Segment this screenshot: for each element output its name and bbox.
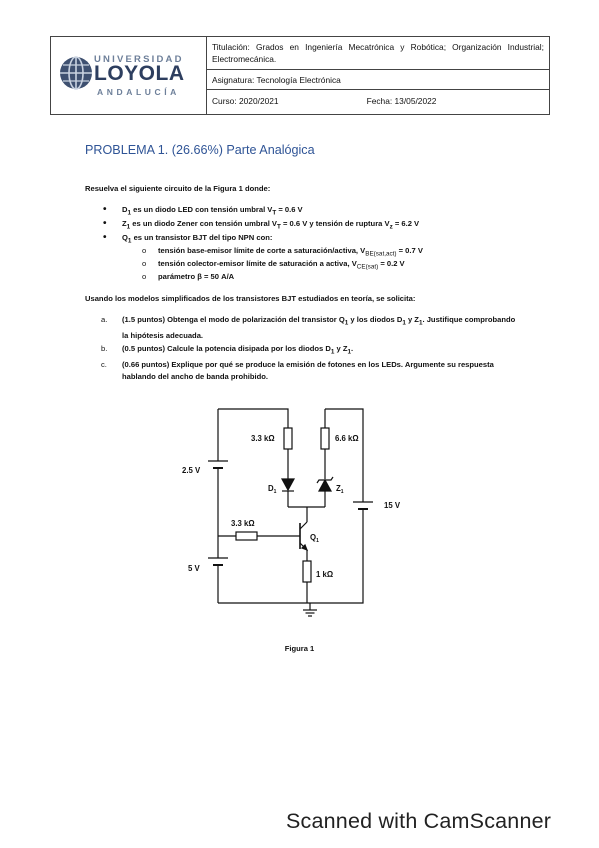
globe-logo-icon <box>60 56 92 90</box>
camscanner-watermark: Scanned with CamScanner <box>286 809 552 833</box>
label-v3: 15 V <box>384 501 401 510</box>
label-r3: 3.3 kΩ <box>231 519 255 528</box>
header-table: UNIVERSIDAD LOYOLA ANDALUCÍA Titulación:… <box>50 36 550 115</box>
question-b: b.(0.5 puntos) Calcule la potencia disip… <box>101 343 354 356</box>
label-v1: 2.5 V <box>182 466 201 475</box>
logo-text-andalucia: ANDALUCÍA <box>97 87 180 97</box>
question-c: c.(0.66 puntos) Explique por qué se prod… <box>101 360 494 382</box>
question-a: a.(1.5 puntos) Obtenga el modo de polari… <box>101 315 516 340</box>
wire-top-left <box>218 408 289 428</box>
led-d1-icon <box>280 478 296 492</box>
param-beta: parámetro β = 50 A/A <box>142 270 423 283</box>
university-logo: UNIVERSIDAD LOYOLA ANDALUCÍA <box>51 37 207 114</box>
resistor-r3 <box>235 531 258 541</box>
param-vbe: tensión base-emisor límite de corte a sa… <box>142 244 423 258</box>
degree-title: Titulación: Grados en Ingeniería Mecatró… <box>207 37 549 70</box>
component-transistor: Q1 es un transistor BJT del tipo NPN con… <box>103 231 419 245</box>
resistor-r2 <box>320 427 330 450</box>
problem-intro: Resuelva el siguiente circuito de la Fig… <box>85 184 271 193</box>
component-list: D1 es un diodo LED con tensión umbral VT… <box>103 203 419 245</box>
component-led: D1 es un diodo LED con tensión umbral VT… <box>103 203 419 217</box>
transistor-params: tensión base-emisor límite de corte a sa… <box>142 244 423 283</box>
course-date-row: Curso: 2020/2021 Fecha: 13/05/2022 <box>207 90 549 114</box>
exam-date: Fecha: 13/05/2022 <box>366 96 437 106</box>
subject-name: Asignatura: Tecnología Electrónica <box>207 70 549 90</box>
label-q1: Q1 <box>310 533 319 544</box>
wire-bottom <box>218 521 364 604</box>
problem-title: PROBLEMA 1. (26.66%) Parte Analógica <box>85 143 315 157</box>
models-intro: Usando los modelos simplificados de los … <box>85 294 416 303</box>
zener-z1-icon <box>317 478 333 492</box>
label-v2: 5 V <box>188 564 201 573</box>
label-d1: D1 <box>268 484 277 495</box>
component-zener: Z1 es un diodo Zener con tensión umbral … <box>103 217 419 231</box>
logo-text-loyola: LOYOLA <box>94 62 185 85</box>
label-z1: Z1 <box>336 484 344 495</box>
question-list: a.(1.5 puntos) Obtenga el modo de polari… <box>101 314 521 384</box>
logo-text-universidad: UNIVERSIDAD <box>94 54 184 65</box>
label-r1: 3.3 kΩ <box>251 434 275 443</box>
circuit-diagram: 3.3 kΩ 6.6 kΩ 3.3 kΩ 1 kΩ 2.5 V 5 V 15 V… <box>182 408 401 617</box>
course-year: Curso: 2020/2021 <box>212 96 279 106</box>
wire-top-right <box>325 408 364 495</box>
resistor-r1 <box>283 427 293 450</box>
header-info: Titulación: Grados en Ingeniería Mecatró… <box>207 37 549 114</box>
figure-caption: Figura 1 <box>284 644 315 653</box>
label-r2: 6.6 kΩ <box>335 434 359 443</box>
param-vce: tensión colector-emisor límite de satura… <box>142 257 423 271</box>
label-r4: 1 kΩ <box>316 570 333 579</box>
resistor-r4 <box>302 560 312 583</box>
